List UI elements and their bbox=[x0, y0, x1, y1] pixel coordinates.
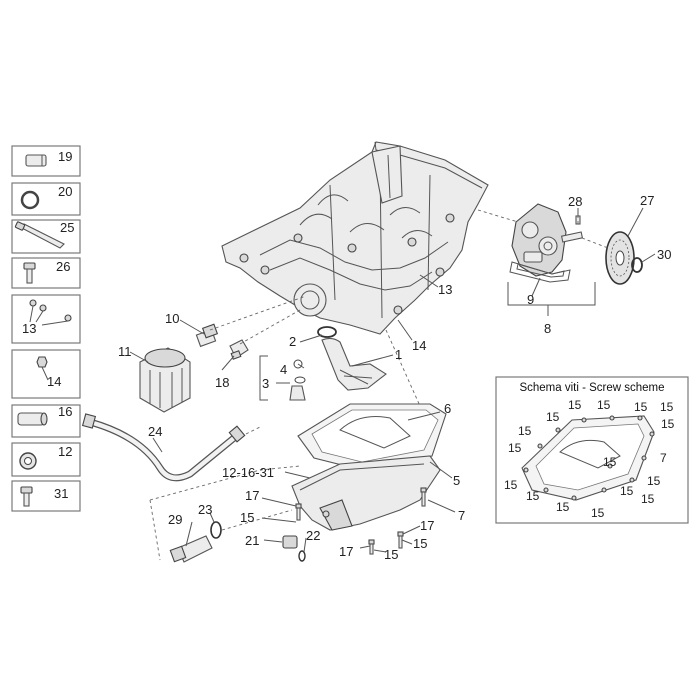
svg-text:15: 15 bbox=[526, 489, 540, 503]
legend-box-31: 31 bbox=[11, 480, 81, 512]
legend-box-16: 16 bbox=[11, 404, 81, 438]
legend-number: 25 bbox=[60, 220, 74, 235]
callout-17: 17 bbox=[245, 488, 259, 503]
svg-text:15: 15 bbox=[660, 400, 674, 414]
oil-strainer-1 bbox=[321, 337, 387, 391]
legend-box-20: 20 bbox=[11, 182, 81, 216]
pump-gear-27 bbox=[605, 231, 635, 285]
callout-4: 4 bbox=[280, 362, 287, 377]
washer-icon bbox=[19, 452, 37, 470]
small-screws-icon bbox=[29, 299, 72, 326]
callout-7: 7 bbox=[458, 508, 465, 523]
callout-28: 28 bbox=[568, 194, 582, 209]
svg-text:15: 15 bbox=[568, 398, 582, 412]
legend-number: 14 bbox=[47, 374, 61, 389]
svg-text:15: 15 bbox=[641, 492, 655, 506]
callout-5: 5 bbox=[453, 473, 460, 488]
o-ring-2 bbox=[317, 326, 337, 338]
callout-10: 10 bbox=[165, 311, 179, 326]
callout-21: 21 bbox=[245, 533, 259, 548]
callout-22: 22 bbox=[306, 528, 320, 543]
callout-13: 13 bbox=[438, 282, 452, 297]
callout-23: 23 bbox=[198, 502, 212, 517]
legend-number: 12 bbox=[58, 444, 72, 459]
oil-pump bbox=[511, 203, 584, 277]
oil-filter bbox=[139, 347, 191, 413]
washer-22 bbox=[298, 550, 306, 562]
callout-27: 27 bbox=[640, 193, 654, 208]
legend-number: 31 bbox=[54, 486, 68, 501]
svg-text:15: 15 bbox=[647, 474, 661, 488]
callout-2: 2 bbox=[289, 334, 296, 349]
o-ring-30 bbox=[631, 257, 643, 273]
leader-lines bbox=[129, 207, 656, 553]
svg-text:15: 15 bbox=[634, 400, 648, 414]
callout-9: 9 bbox=[527, 292, 534, 307]
pump-gasket bbox=[509, 261, 571, 283]
callout-1: 1 bbox=[395, 347, 402, 362]
svg-text:15: 15 bbox=[591, 506, 605, 520]
pressure-switch-18 bbox=[229, 339, 249, 360]
filter-fitting-10 bbox=[195, 323, 219, 348]
legend-number: 26 bbox=[56, 259, 70, 274]
svg-text:15: 15 bbox=[661, 417, 675, 431]
screw-scheme-gasket bbox=[521, 415, 655, 501]
callout-24: 24 bbox=[148, 424, 162, 439]
bolt-icon bbox=[20, 486, 33, 507]
callout-15: 15 bbox=[384, 547, 398, 562]
svg-text:15: 15 bbox=[504, 478, 518, 492]
legend-number: 19 bbox=[58, 149, 72, 164]
nut-icon bbox=[36, 356, 49, 381]
svg-text:7: 7 bbox=[660, 451, 667, 465]
oil-pan-gasket-6 bbox=[297, 403, 447, 471]
o-ring-icon bbox=[20, 190, 40, 210]
svg-text:15: 15 bbox=[620, 484, 634, 498]
callout-29: 29 bbox=[168, 512, 182, 527]
fitting-29 bbox=[169, 535, 213, 563]
svg-text:15: 15 bbox=[603, 455, 617, 469]
legend-box-19: 19 bbox=[11, 145, 81, 177]
long-bolt-icon bbox=[14, 221, 65, 249]
oil-pan-5 bbox=[291, 455, 441, 531]
svg-text:15: 15 bbox=[597, 398, 611, 412]
callout-11: 11 bbox=[118, 344, 132, 359]
short-pin-icon bbox=[25, 154, 47, 167]
screw-scheme-labels: 15 15 15 15 15 15 15 15 15 15 15 15 15 1… bbox=[504, 398, 675, 520]
svg-text:15: 15 bbox=[508, 441, 522, 455]
callout-14: 14 bbox=[412, 338, 426, 353]
legend-box-12: 12 bbox=[11, 442, 81, 477]
legend-box-14: 14 bbox=[11, 349, 81, 399]
callout-15: 15 bbox=[413, 536, 427, 551]
svg-text:15: 15 bbox=[546, 410, 560, 424]
legend-box-26: 26 bbox=[11, 257, 81, 289]
svg-text:15: 15 bbox=[556, 500, 570, 514]
callout-12-16-31: 12-16-31 bbox=[222, 465, 274, 480]
legend-number: 20 bbox=[58, 184, 72, 199]
screw-scheme-title: Schema viti - Screw scheme bbox=[519, 382, 664, 394]
callout-15: 15 bbox=[240, 510, 254, 525]
oil-pipe-24 bbox=[81, 413, 246, 482]
callout-numbers: 10 11 18 2 1 3 4 6 5 7 12-16-31 17 15 21… bbox=[118, 193, 671, 562]
o-ring-23 bbox=[210, 521, 222, 539]
legend-number: 13 bbox=[22, 321, 36, 336]
callout-6: 6 bbox=[444, 401, 451, 416]
dowel-pin-icon bbox=[17, 412, 48, 426]
callout-18: 18 bbox=[215, 375, 229, 390]
callout-17: 17 bbox=[339, 544, 353, 559]
drain-plug-21 bbox=[282, 535, 298, 549]
legend-box-25: 25 bbox=[11, 219, 81, 254]
screw-icon bbox=[23, 262, 36, 284]
legend-box-13: 13 bbox=[11, 294, 81, 344]
callout-8: 8 bbox=[544, 321, 551, 336]
svg-text:15: 15 bbox=[518, 424, 532, 438]
screw-scheme-panel: Schema viti - Screw scheme 15 15 15 15 1… bbox=[495, 376, 689, 524]
callout-3: 3 bbox=[262, 376, 269, 391]
crankcase bbox=[221, 141, 489, 335]
callout-17: 17 bbox=[420, 518, 434, 533]
legend-number: 16 bbox=[58, 404, 72, 419]
callout-30: 30 bbox=[657, 247, 671, 262]
strainer-parts-3 bbox=[259, 355, 306, 401]
